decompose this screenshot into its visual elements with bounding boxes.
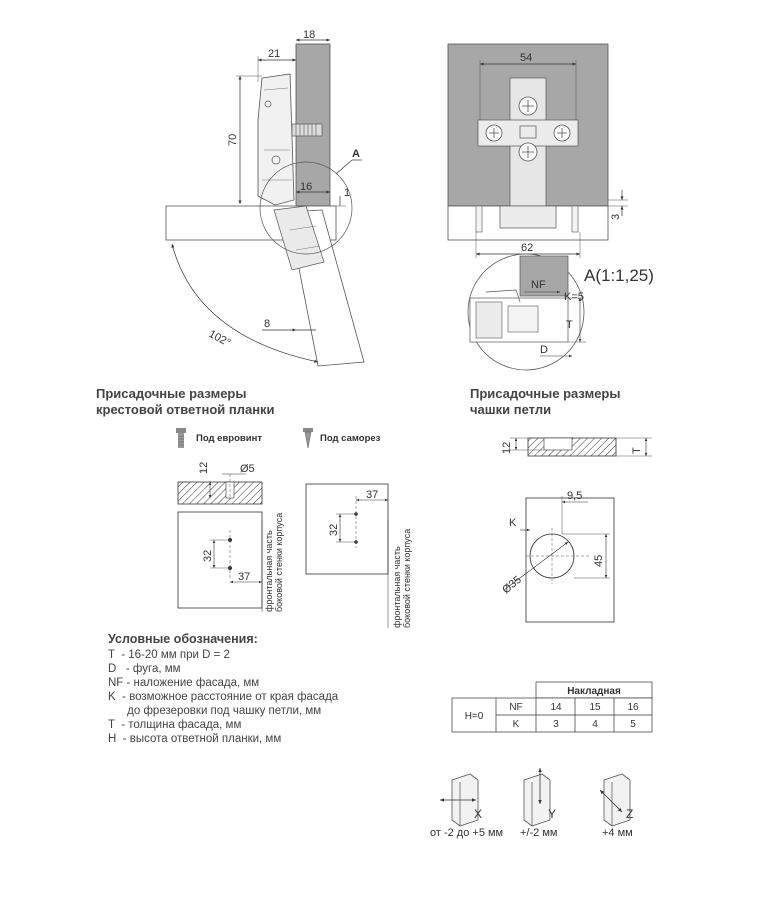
wood-screw-icon [303,428,313,449]
detail-a-view: A(1:1,25) NF K=5 T D [467,253,654,371]
plate-title-line2: крестовой ответной планки [96,402,275,417]
cup-dim-k: K [509,517,517,529]
plate-side-note-3: фронтальная часть [392,546,402,628]
plate-side-note-2: боковой стенки корпуса [274,513,284,612]
dim-54: 54 [520,52,532,64]
legend-item-t-range: T - 16-20 мм при D = 2 [108,649,230,661]
adjust-x-range: от -2 до +5 мм [430,827,503,839]
table-nf-label: NF [509,702,522,713]
cup-title-line1: Присадочные размеры [470,386,620,401]
euro-screw-icon [176,428,186,448]
table-row-header: H=0 [465,711,484,722]
legend-item-h: H - высота ответной планки, мм [108,733,281,745]
cup-dim-d35: Ø35 [500,574,524,597]
table-nf-14: 14 [550,702,562,713]
adjust-z-icon: Z [599,773,633,827]
adjust-y-axis: Y [548,807,556,821]
detail-nf: NF [531,279,546,291]
detail-a-marker: A [352,148,360,160]
opening-angle-arc [171,243,319,363]
dim-21: 21 [268,48,280,60]
detail-t: T [566,319,573,331]
overlay-table: Накладная H=0 NF 14 15 16 K 3 4 5 [451,681,653,733]
legend-item-d: D - фуга, мм [108,663,181,675]
legend-title: Условные обозначения: [108,632,258,646]
legend-item-k-cont: до фрезеровки под чашку петли, мм [108,705,321,717]
adjust-z-range: +4 мм [602,827,633,839]
cup-dim-t: T [631,447,643,454]
cup-dim-12: 12 [501,442,513,454]
cup-drill-plan: 9,5 K 45 Ø35 [500,490,615,623]
table-k-5: 5 [630,719,636,730]
euro-screw-label: Под евровинт [196,433,262,444]
plate-dim-12: 12 [198,462,210,474]
plate-side-note-4: боковой стенки корпуса [402,529,412,628]
detail-k5: K=5 [564,291,584,303]
cup-title-line2: чашки петли [470,402,551,417]
plate-dim-d5: Ø5 [240,463,255,475]
dim-3: 3 [610,214,622,220]
dim-62: 62 [521,242,533,254]
table-k-4: 4 [592,719,598,730]
plate-euro-drawing: Ø5 12 32 37 фронтальная часть боковой ст… [177,462,284,612]
plate-dim-32b: 32 [328,524,340,536]
cup-dim-9-5: 9,5 [567,490,582,502]
table-group-header: Накладная [567,686,621,697]
adjust-x-icon: X [440,773,482,827]
mounting-screw [291,123,323,137]
dim-8: 8 [264,318,270,330]
detail-d: D [540,344,548,356]
plate-title-line1: Присадочные размеры [96,386,246,401]
table-nf-16: 16 [627,702,639,713]
angle-102: 102° [207,328,233,349]
cup-cross-section: 12 T [501,437,652,457]
cup-dim-45: 45 [593,555,605,567]
legend-item-t: T - толщина фасада, мм [108,719,241,731]
hinge-side-view: 18 21 70 16 1 A 8 102° [165,29,365,367]
detail-a-title: A(1:1,25) [584,266,654,285]
hinge-arm [257,73,295,206]
plate-screw-drawing: 37 32 фронтальная часть боковой стенки к… [305,483,412,628]
legend-item-k: K - возможное расстояние от края фасада [108,691,339,703]
wood-screw-label: Под саморез [320,433,381,444]
hinge-front-view: 54 62 3 [447,43,628,258]
table-nf-15: 15 [589,702,601,713]
table-k-label: K [513,719,520,730]
dim-16: 16 [300,181,312,193]
dim-18: 18 [303,29,315,41]
legend-item-nf: NF - наложение фасада, мм [108,677,259,689]
plate-side-note-1: фронтальная часть [264,530,274,612]
dim-70: 70 [227,134,239,146]
adjust-z-axis: Z [626,807,633,821]
dim-1: 1 [344,187,350,199]
table-k-3: 3 [553,719,559,730]
adjust-y-icon: Y [523,768,556,827]
plate-dim-37b: 37 [366,489,378,501]
adjust-x-axis: X [474,807,482,821]
adjust-y-range: +/-2 мм [520,827,557,839]
plate-dim-37a: 37 [238,571,250,583]
plate-dim-32a: 32 [202,550,214,562]
